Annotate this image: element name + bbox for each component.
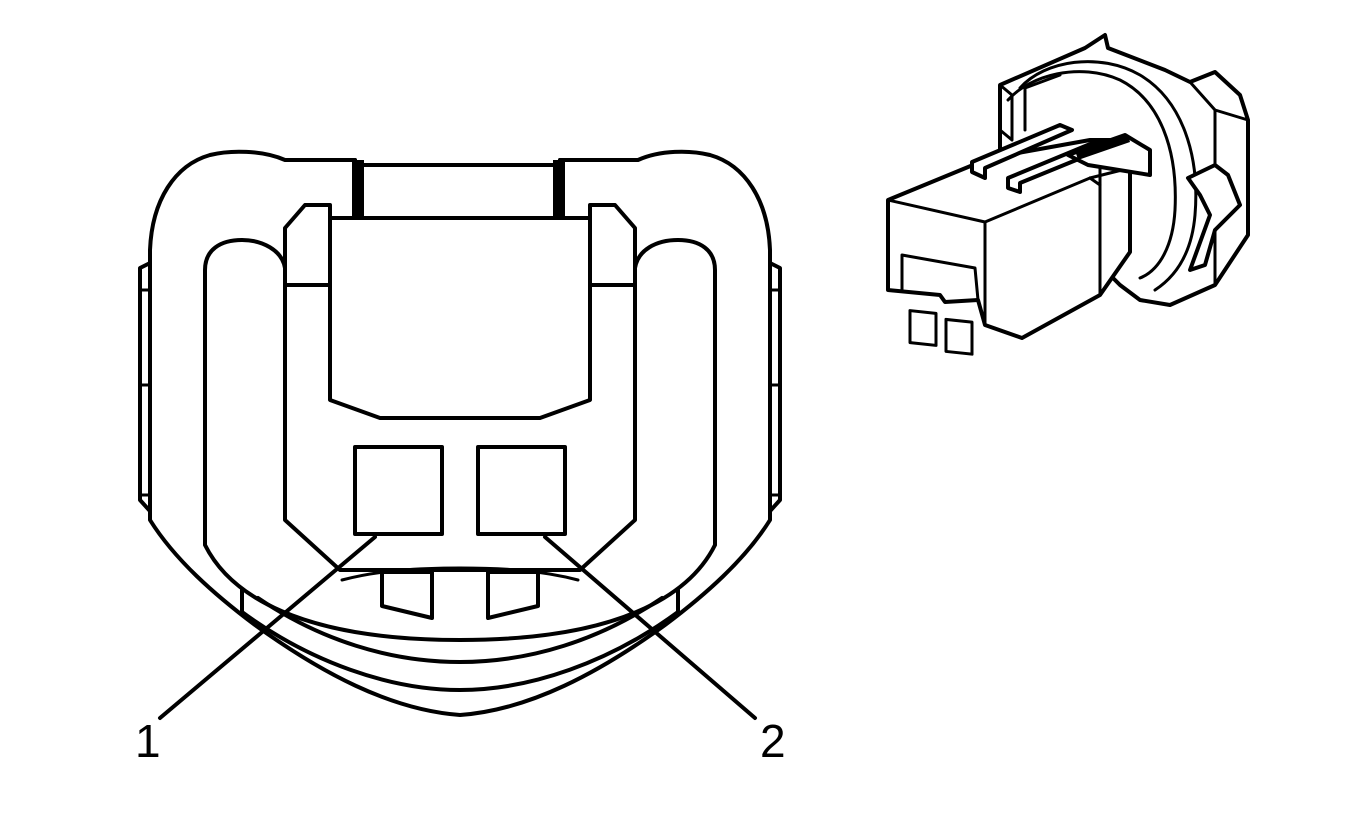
latch-bottom-line bbox=[328, 398, 382, 420]
iso-post-left bbox=[998, 83, 1014, 142]
callout-label-1: 1 bbox=[135, 715, 161, 767]
connector-isometric-view bbox=[886, 33, 1250, 356]
left-guide bbox=[283, 203, 332, 287]
lower-key-left bbox=[380, 570, 434, 620]
terminal-cavity-2 bbox=[476, 445, 567, 536]
iso-cavity-2 bbox=[944, 317, 974, 356]
iso-ridge-1 bbox=[970, 123, 1074, 180]
iso-collar-rim bbox=[1018, 60, 1198, 292]
iso-collar-inner bbox=[1006, 70, 1177, 280]
iso-body-step bbox=[1088, 166, 1102, 297]
latch-block bbox=[328, 216, 592, 420]
iso-body-top bbox=[886, 166, 1132, 224]
iso-ridge-3 bbox=[1066, 133, 1152, 177]
callout-label-2: 2 bbox=[760, 715, 786, 767]
lower-key-right bbox=[486, 570, 540, 620]
iso-cavity-1 bbox=[908, 309, 938, 347]
leader-line-1 bbox=[158, 535, 377, 720]
bottom-arc-inner bbox=[256, 596, 664, 664]
leader-line-2 bbox=[543, 535, 757, 720]
callout-leaders bbox=[158, 535, 757, 720]
terminal-cavity-1 bbox=[353, 445, 444, 536]
iso-ridge-dark bbox=[1075, 135, 1130, 160]
latch-post-left bbox=[352, 160, 364, 218]
inner-loop bbox=[203, 238, 717, 642]
right-guide bbox=[588, 203, 637, 287]
connector-face-view bbox=[138, 149, 782, 717]
outer-housing bbox=[148, 149, 772, 717]
iso-front-notch bbox=[900, 253, 980, 302]
iso-body bbox=[886, 138, 1132, 340]
latch-post-right bbox=[553, 160, 565, 218]
iso-side-latch bbox=[1186, 163, 1242, 272]
iso-post-right bbox=[1023, 73, 1062, 132]
bottom-arc-outer bbox=[240, 588, 680, 692]
